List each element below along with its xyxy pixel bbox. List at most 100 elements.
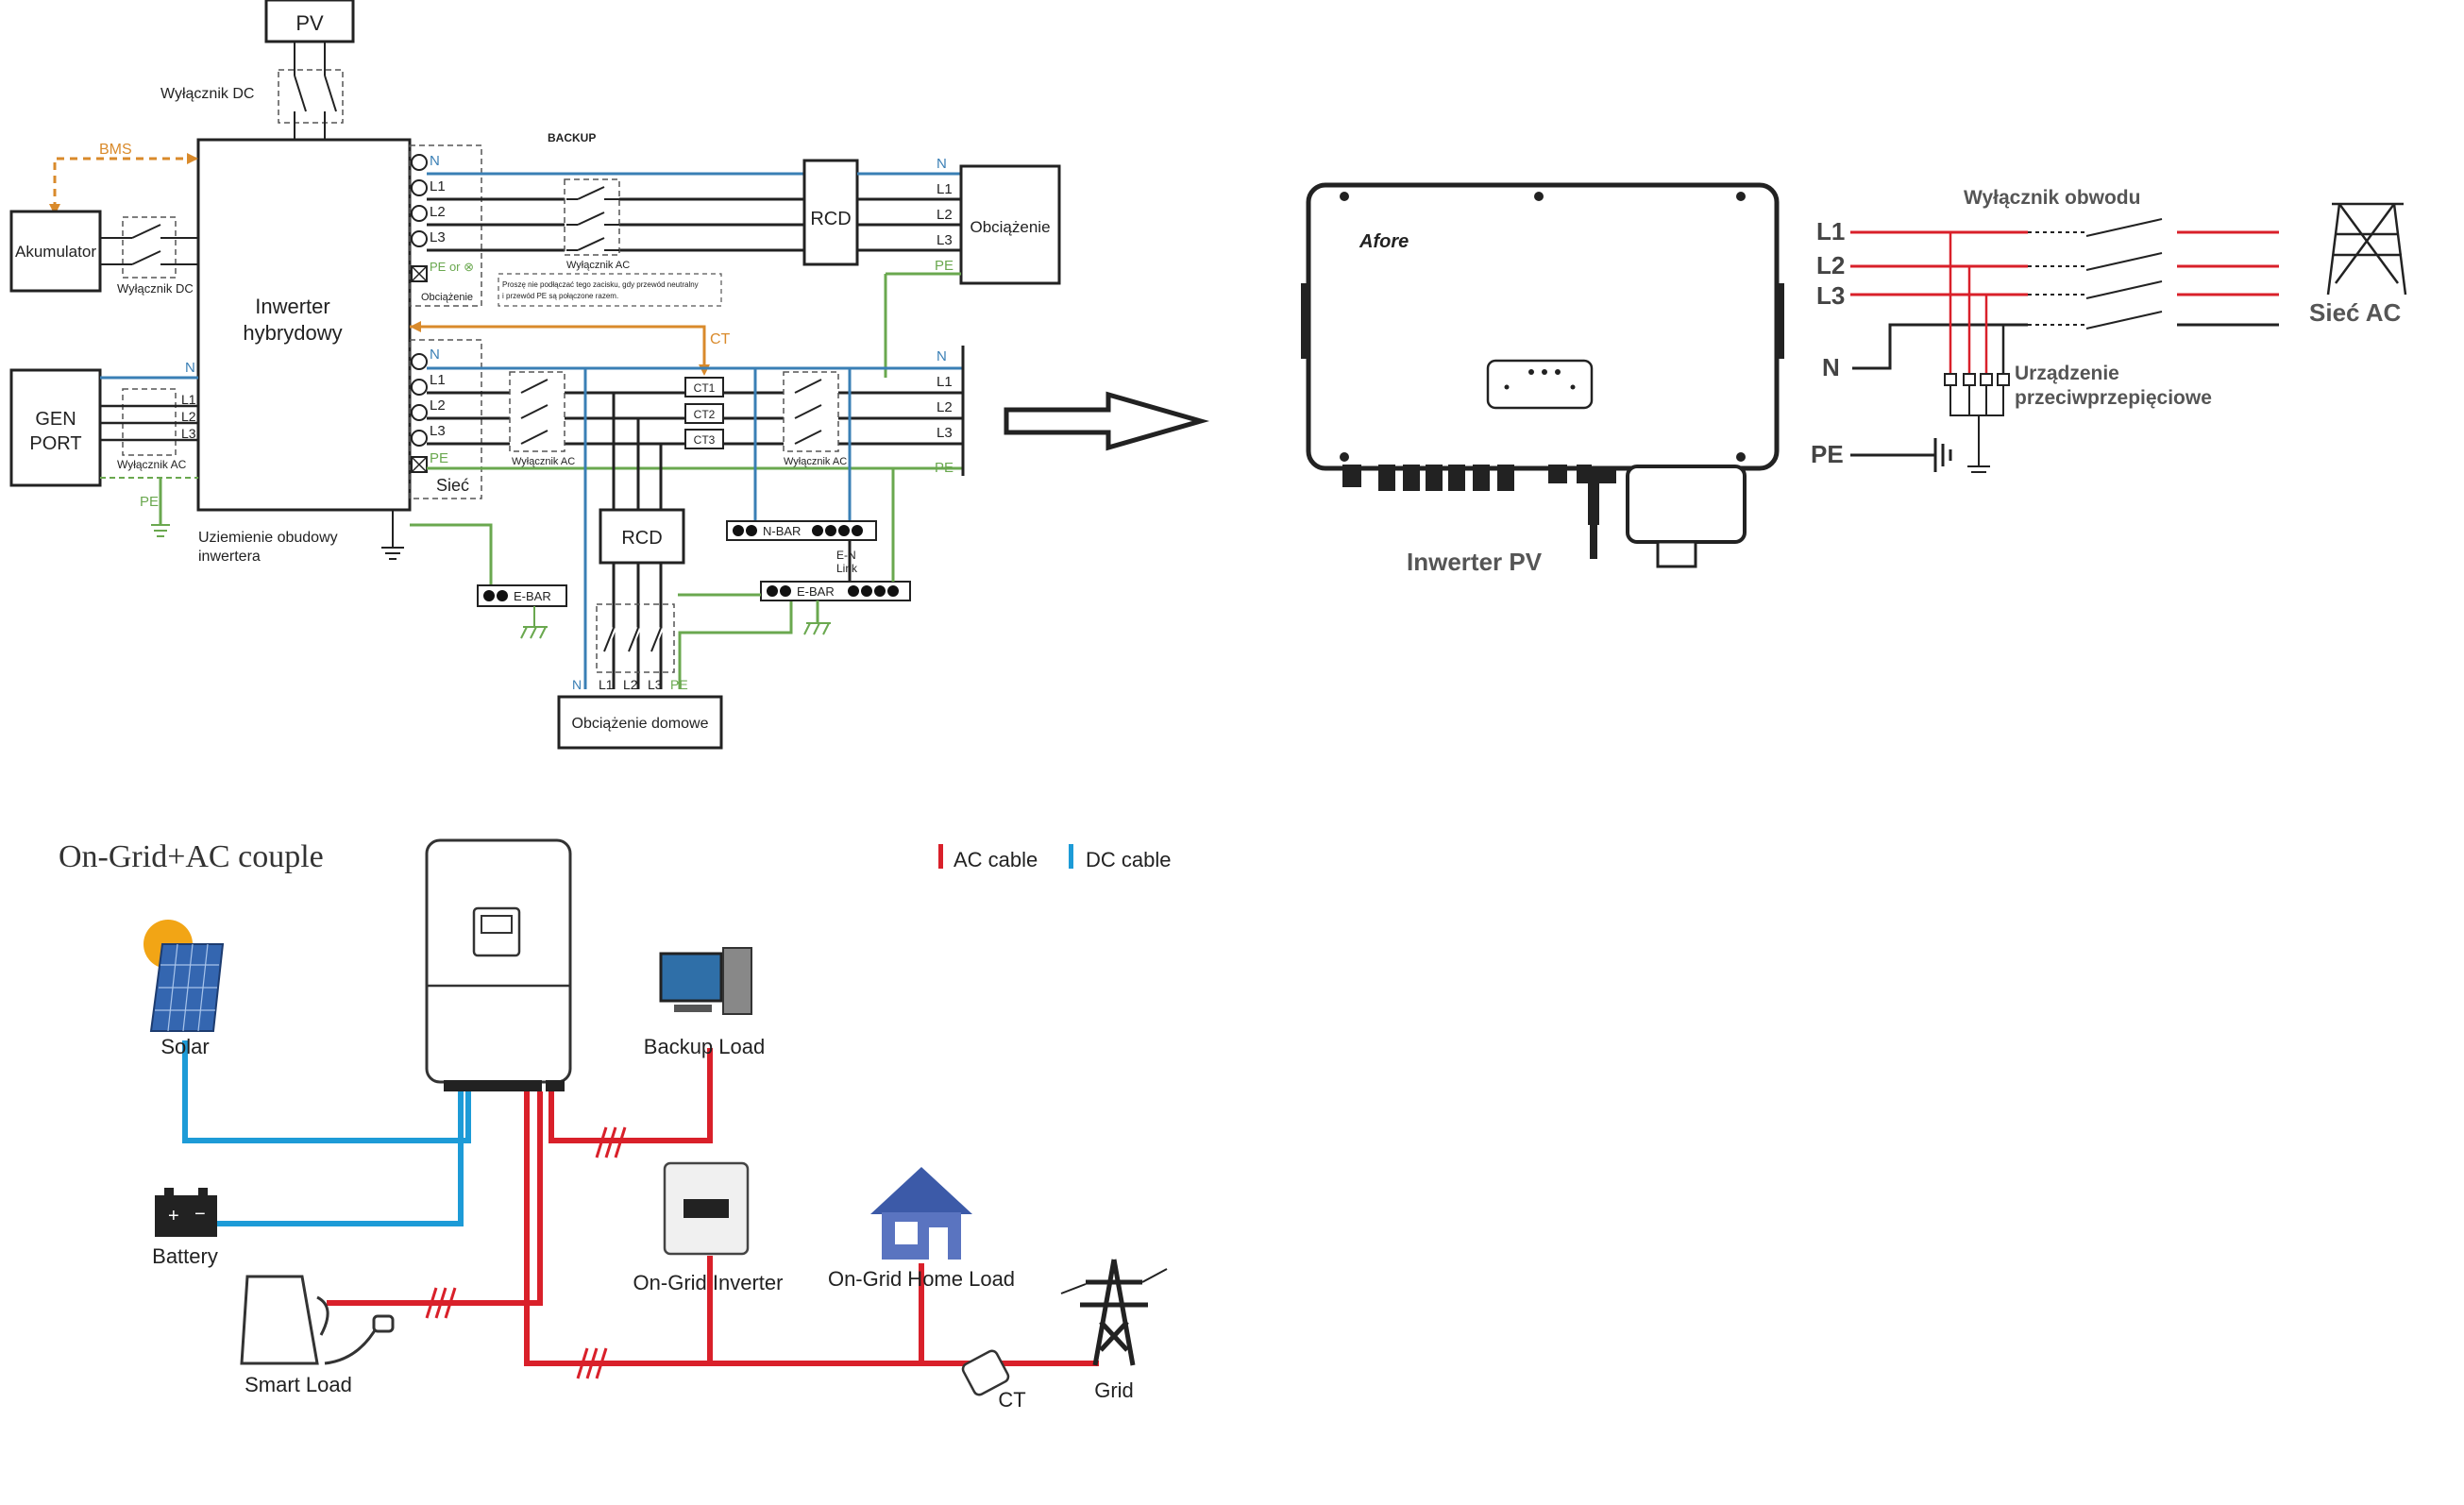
- svg-text:L3: L3: [430, 229, 446, 245]
- svg-text:L2: L2: [623, 677, 638, 692]
- svg-text:L3: L3: [648, 677, 663, 692]
- svg-text:L1: L1: [937, 181, 953, 197]
- svg-text:E-BAR: E-BAR: [797, 584, 835, 599]
- svg-text:L1: L1: [181, 392, 196, 407]
- e-bar-right: [760, 581, 911, 601]
- svg-text:L2: L2: [937, 207, 953, 223]
- dc-breaker-box: [278, 69, 344, 124]
- svg-text:Obciążenie: Obciążenie: [421, 292, 473, 303]
- svg-text:Grid: Grid: [1094, 1378, 1134, 1402]
- pv-inverter-panel: Afore Inwerter PV Wyłącznik obwodu L1 L2…: [1301, 182, 2407, 576]
- svg-text:Sieć AC: Sieć AC: [2309, 298, 2402, 327]
- svg-text:CT1: CT1: [694, 381, 716, 395]
- svg-text:L3: L3: [181, 426, 196, 441]
- svg-text:PE: PE: [935, 460, 954, 476]
- svg-text:Battery: Battery: [152, 1244, 218, 1268]
- computer-icon: [659, 947, 752, 1015]
- e-bar-left: [477, 584, 567, 607]
- hybrid-schematic: PV Wyłącznik DC Inwerter hybrydowy BMS A…: [9, 0, 1061, 750]
- svg-text:L3: L3: [937, 425, 953, 441]
- svg-text:L2: L2: [1816, 251, 1845, 279]
- svg-text:L1: L1: [430, 372, 446, 388]
- hybrid-inverter-icon: [425, 838, 572, 1084]
- svg-text:L2: L2: [430, 397, 446, 414]
- svg-text:PE: PE: [670, 677, 688, 692]
- svg-text:Backup Load: Backup Load: [644, 1035, 765, 1058]
- svg-text:L1: L1: [430, 178, 446, 194]
- svg-text:N: N: [572, 677, 582, 692]
- svg-text:CT: CT: [710, 331, 731, 347]
- svg-text:Urządzenie: Urządzenie: [2015, 363, 2119, 384]
- home-load-box: [557, 695, 723, 750]
- svg-text:PE or ⊗: PE or ⊗: [430, 260, 474, 274]
- svg-text:L3: L3: [1816, 281, 1845, 310]
- rcd-home: [599, 508, 685, 565]
- solar-panel-icon: [143, 920, 225, 1032]
- svg-text:Wyłącznik AC: Wyłącznik AC: [566, 260, 630, 271]
- backup-load-box: [959, 164, 1061, 285]
- svg-text:Link: Link: [836, 562, 858, 575]
- svg-text:Obciążenie: Obciążenie: [970, 218, 1050, 236]
- svg-text:GEN: GEN: [35, 409, 76, 430]
- hybrid-inverter-label-2: hybrydowy: [243, 321, 342, 345]
- hybrid-inverter-label-1: Inwerter: [255, 295, 329, 318]
- svg-text:L3: L3: [430, 423, 446, 439]
- svg-text:Proszę nie podłączać tego zaci: Proszę nie podłączać tego zacisku, gdy p…: [502, 280, 699, 289]
- svg-text:N: N: [430, 347, 440, 363]
- pv-box: [264, 0, 355, 43]
- dc-breaker-label: Wyłącznik DC: [160, 86, 254, 102]
- ongrid-title: On-Grid+AC couple: [59, 839, 324, 874]
- svg-text:Wyłącznik AC: Wyłącznik AC: [784, 456, 847, 467]
- svg-text:N: N: [1822, 353, 1840, 381]
- svg-text:N: N: [937, 156, 947, 172]
- pv-label: PV: [295, 11, 324, 35]
- pv-inverter-body: [1306, 182, 1780, 471]
- svg-text:Sieć: Sieć: [436, 476, 469, 495]
- svg-text:L2: L2: [181, 409, 196, 424]
- svg-text:RCD: RCD: [810, 209, 851, 229]
- grid-pylon-icon: [2326, 202, 2407, 296]
- svg-text:AC cable: AC cable: [954, 848, 1038, 871]
- svg-text:PE: PE: [1811, 440, 1844, 468]
- rcd-backup: [802, 159, 859, 266]
- svg-text:Wyłącznik obwodu: Wyłącznik obwodu: [1964, 187, 2140, 209]
- svg-text:N: N: [937, 348, 947, 364]
- svg-text:Obciążenie domowe: Obciążenie domowe: [572, 716, 709, 732]
- ongrid-inverter-icon: [663, 1161, 750, 1256]
- n-bar: [726, 520, 877, 541]
- svg-text:L1: L1: [937, 374, 953, 390]
- bms-label: BMS: [99, 142, 132, 158]
- svg-text:N: N: [430, 153, 440, 169]
- transition-arrow: [1004, 391, 1210, 451]
- svg-text:L2: L2: [937, 399, 953, 415]
- svg-text:N-BAR: N-BAR: [763, 524, 801, 538]
- house-icon: [870, 1167, 972, 1260]
- battery-icon: + −: [155, 1188, 217, 1237]
- svg-text:inwertera: inwertera: [198, 549, 261, 565]
- svg-text:CT: CT: [998, 1388, 1025, 1412]
- svg-text:PORT: PORT: [29, 433, 81, 454]
- svg-text:On-Grid Home Load: On-Grid Home Load: [828, 1267, 1015, 1291]
- svg-text:Wyłącznik AC: Wyłącznik AC: [117, 458, 187, 471]
- kettle-icon: [240, 1275, 395, 1365]
- svg-text:−: −: [194, 1204, 206, 1225]
- grid-tower-icon: [1060, 1259, 1168, 1366]
- svg-text:i przewód PE są połączone raze: i przewód PE są połączone razem.: [502, 292, 618, 300]
- svg-text:PE: PE: [430, 450, 448, 466]
- svg-text:Uziemienie obudowy: Uziemienie obudowy: [198, 530, 338, 546]
- svg-text:+: +: [168, 1206, 179, 1226]
- pv-inverter-display: [1486, 359, 1594, 410]
- svg-text:L1: L1: [1816, 217, 1845, 245]
- svg-text:przeciwprzepięciowe: przeciwprzepięciowe: [2015, 387, 2212, 409]
- ongrid-diagram: On-Grid+AC couple AC cable DC cable Sola…: [59, 838, 1171, 1412]
- svg-text:N: N: [185, 360, 195, 376]
- ct-clamp-icon: [961, 1349, 1010, 1396]
- svg-text:L2: L2: [430, 204, 446, 220]
- gen-port-box: [9, 368, 102, 487]
- pv-inverter-label: Inwerter PV: [1407, 548, 1543, 576]
- svg-text:PE: PE: [140, 494, 159, 510]
- svg-text:Wyłącznik AC: Wyłącznik AC: [512, 456, 575, 467]
- svg-text:DC cable: DC cable: [1086, 848, 1171, 871]
- hybrid-inverter-box: [196, 138, 412, 512]
